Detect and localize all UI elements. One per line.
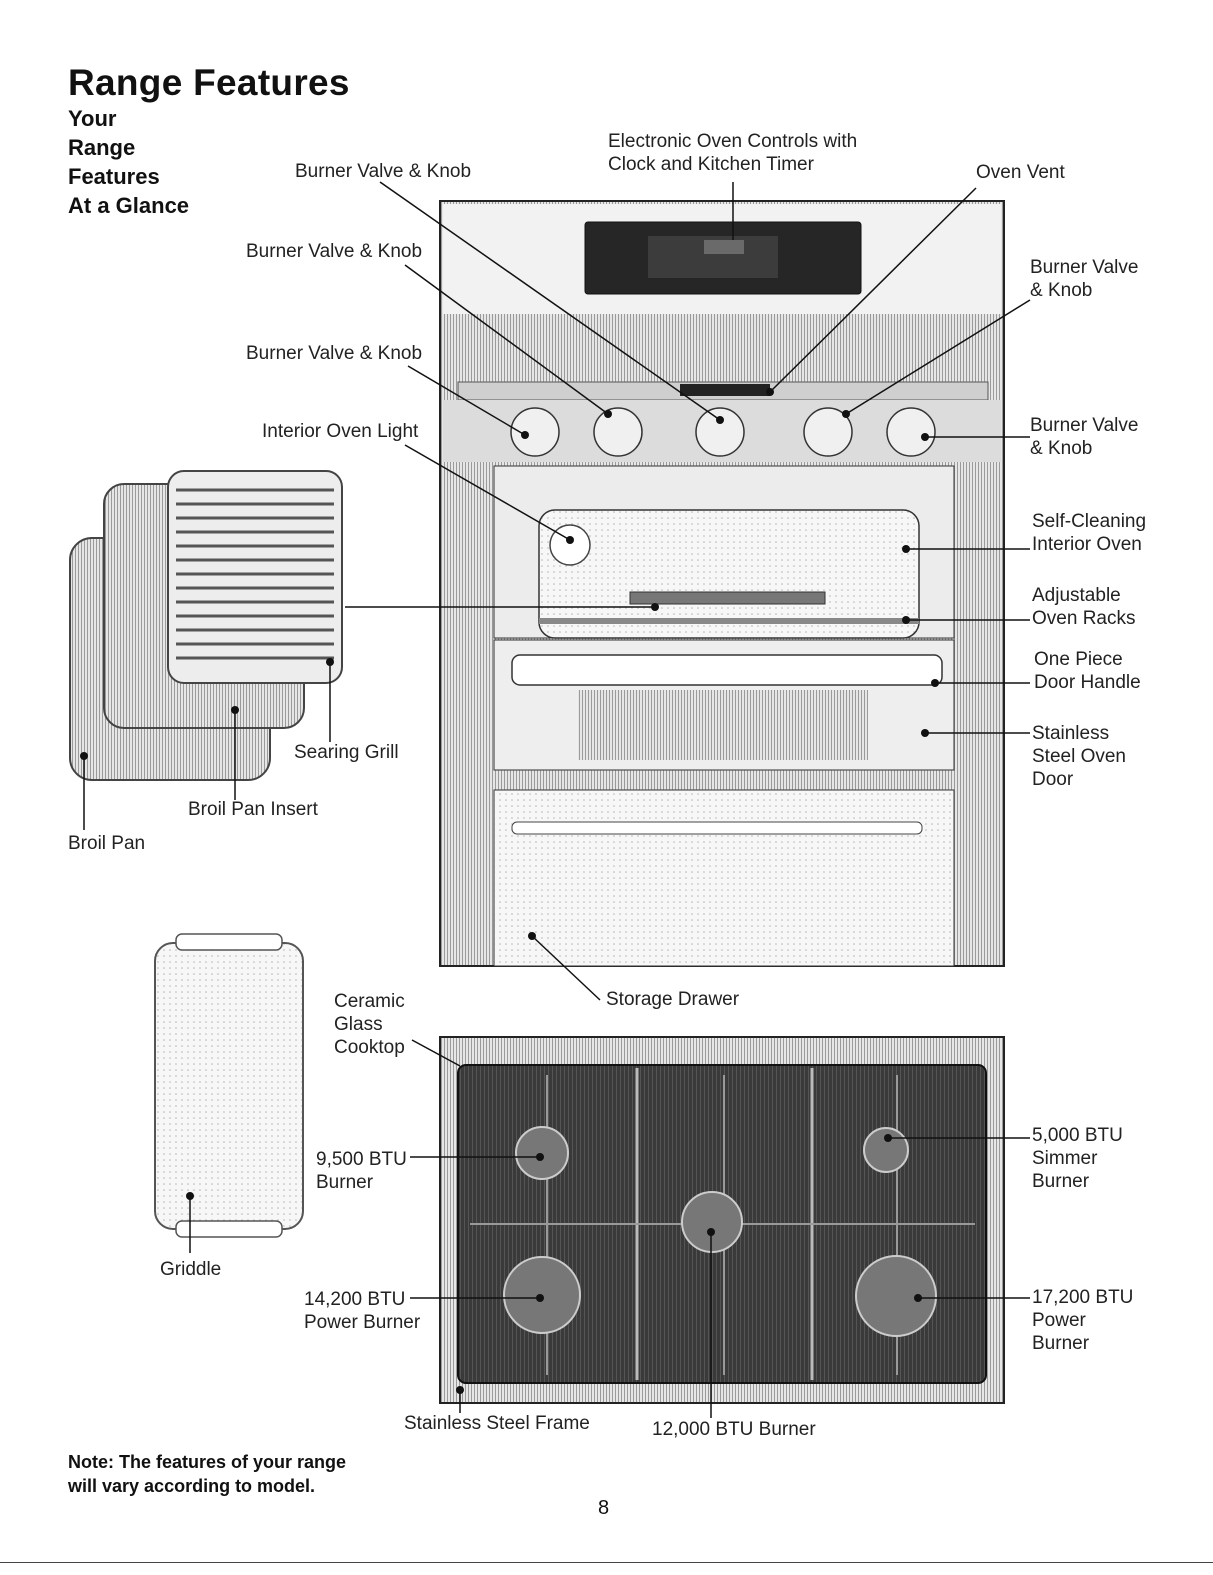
subtitle-line: Features [68,164,160,189]
label-line: Burner Valve [1030,415,1139,436]
label-line: Steel Oven [1032,746,1126,767]
label-door-handle: One Piece Door Handle [1034,648,1141,694]
burner-knob-4 [803,407,853,457]
label-line: Electronic Oven Controls with [608,131,858,152]
label-ceramic-cooktop: Ceramic Glass Cooktop [334,990,405,1059]
model-note: Note: The features of your range will va… [68,1450,346,1498]
range-body [439,200,1005,967]
label-adjustable-racks: Adjustable Oven Racks [1032,584,1135,630]
cooktop [439,1036,1005,1404]
label-line: Glass [334,1014,383,1035]
note-line: will vary according to model. [68,1476,316,1496]
label-line: Adjustable [1032,585,1121,606]
burner-knob-5 [886,407,936,457]
label-line: Door Handle [1034,672,1141,693]
label-stainless-frame: Stainless Steel Frame [404,1413,590,1434]
label-line: Door [1032,769,1074,790]
label-oven-vent: Oven Vent [976,162,1065,183]
subtitle-line: Your [68,106,117,131]
knob-row [510,407,936,457]
page-number: 8 [598,1497,610,1519]
burner-knob-3 [695,407,745,457]
label-line: Interior Oven [1032,534,1142,555]
burner-12000 [681,1191,743,1253]
label-line: Cooktop [334,1037,405,1058]
label-storage-drawer: Storage Drawer [606,989,740,1010]
label-searing-grill: Searing Grill [294,742,399,763]
label-burner-9500: 9,500 BTU Burner [316,1148,407,1194]
label-interior-oven-light: Interior Oven Light [262,421,419,442]
label-line: Burner Valve [1030,257,1139,278]
leader-lines [83,181,1031,1418]
label-line: One Piece [1034,649,1123,670]
label-burner-valve-knob-2: Burner Valve & Knob [246,241,423,262]
label-line: Burner [316,1172,374,1193]
burner-17200 [855,1255,937,1337]
page-subtitle: Your Range Features At a Glance [68,104,189,220]
label-line: & Knob [1030,280,1093,301]
label-griddle: Griddle [160,1259,222,1280]
page-title: Range Features [68,62,350,103]
label-line: Simmer [1032,1148,1098,1169]
burner-knob-1 [510,407,560,457]
label-line: & Knob [1030,438,1093,459]
footer-rule [0,1562,1213,1563]
label-burner-valve-knob-right-1: Burner Valve & Knob [1030,256,1138,302]
label-line: 9,500 BTU [316,1149,407,1170]
subtitle-line: At a Glance [68,193,190,218]
burner-5000 [863,1127,909,1173]
label-line: Power [1032,1310,1086,1331]
label-burner-5000: 5,000 BTU Simmer Burner [1032,1124,1123,1193]
label-burner-valve-knob-top: Burner Valve & Knob [295,161,472,182]
burner-9500 [515,1126,569,1180]
label-broil-pan: Broil Pan [68,833,146,854]
burner-knob-2 [593,407,643,457]
label-electronic-controls: Electronic Oven Controls with Clock and … [608,130,857,176]
label-line: Stainless [1032,723,1110,744]
label-broil-pan-insert: Broil Pan Insert [188,799,318,820]
label-line: Self-Cleaning [1032,511,1147,532]
label-line: 17,200 BTU [1032,1287,1134,1308]
label-line: 14,200 BTU [304,1289,406,1310]
label-line: Burner [1032,1333,1090,1354]
label-oven-door: Stainless Steel Oven Door [1032,722,1126,791]
label-burner-valve-knob-right-2: Burner Valve & Knob [1030,414,1138,460]
label-line: Burner [1032,1171,1090,1192]
label-burner-valve-knob-3: Burner Valve & Knob [246,343,423,364]
label-self-cleaning-oven: Self-Cleaning Interior Oven [1032,510,1146,556]
leader-dots [80,388,939,1394]
label-line: Oven Racks [1032,608,1136,629]
label-line: Clock and Kitchen Timer [608,154,814,175]
griddle [154,933,304,1238]
subtitle-line: Range [68,135,136,160]
label-burner-14200: 14,200 BTU Power Burner [304,1288,420,1334]
note-line: Note: The features of your range [68,1452,347,1472]
label-line: Ceramic [334,991,405,1012]
broil-pan-assembly [69,470,343,781]
label-burner-12000: 12,000 BTU Burner [652,1419,816,1440]
label-line: 5,000 BTU [1032,1125,1123,1146]
label-line: Power Burner [304,1312,421,1333]
label-burner-17200: 17,200 BTU Power Burner [1032,1286,1133,1355]
